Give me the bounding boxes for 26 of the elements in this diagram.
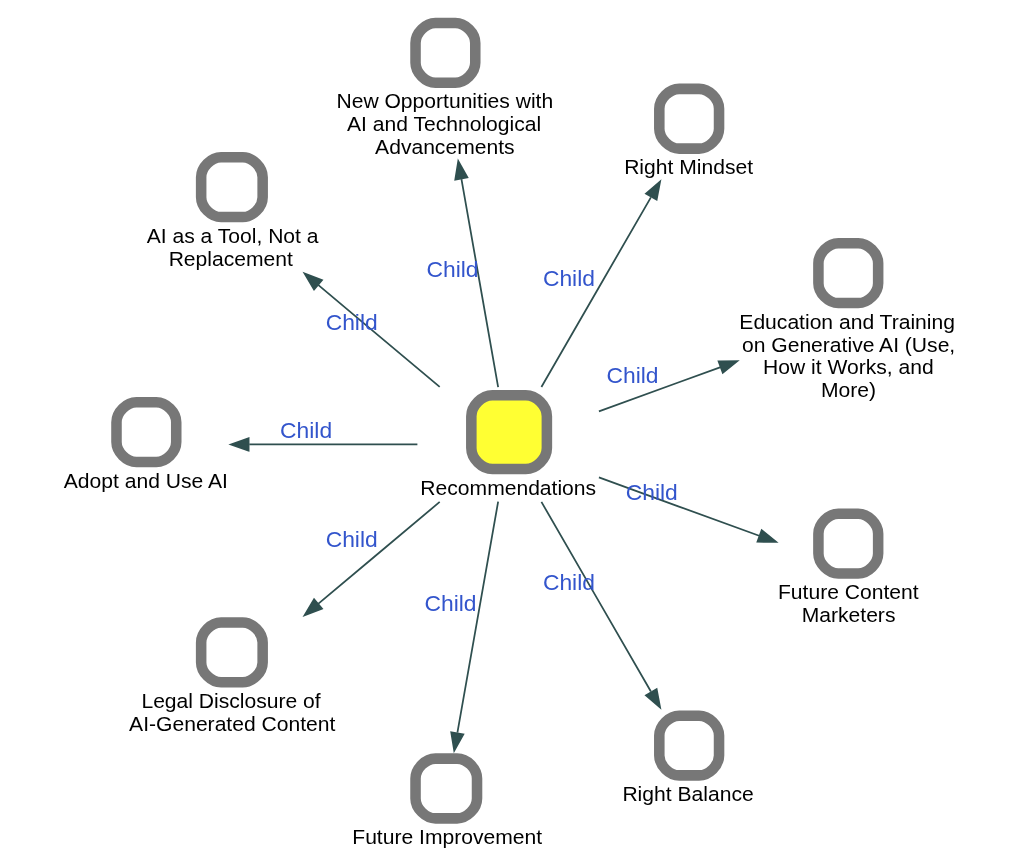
node-label: Right Mindset: [624, 155, 754, 179]
edge-label: Child: [325, 525, 378, 552]
node-label: Education and Training on Generative AI (Use, How it Works, and More): [739, 309, 956, 402]
arrow: [450, 500, 499, 754]
arrow: [598, 360, 740, 413]
edge-label: Child: [542, 264, 595, 291]
edge-label: Child: [426, 255, 479, 282]
node-label: Future Improvement: [352, 825, 543, 849]
node-label: Future Content Marketers: [778, 580, 919, 626]
node-label: Legal Disclosure of AI-Generated Content: [129, 688, 336, 735]
arrow: [540, 179, 662, 388]
arrow: [302, 501, 441, 618]
arrow: [302, 271, 441, 388]
node-label: New Opportunities with AI and Technological Advancements: [336, 89, 554, 159]
node-label: AI as a Tool, Not a Replacement: [146, 223, 319, 270]
node-label: Adopt and Use AI: [63, 468, 228, 492]
node-label: Recommendations: [420, 475, 597, 499]
edge-label: Child: [606, 361, 659, 388]
arrow: [540, 501, 662, 710]
edge-label: Child: [280, 417, 333, 444]
arrow: [598, 476, 779, 543]
node-box: [466, 389, 553, 475]
node-label: Right Balance: [622, 782, 754, 806]
edge-label: Child: [424, 589, 477, 616]
arrow: [228, 437, 419, 452]
arrow: [454, 158, 499, 389]
